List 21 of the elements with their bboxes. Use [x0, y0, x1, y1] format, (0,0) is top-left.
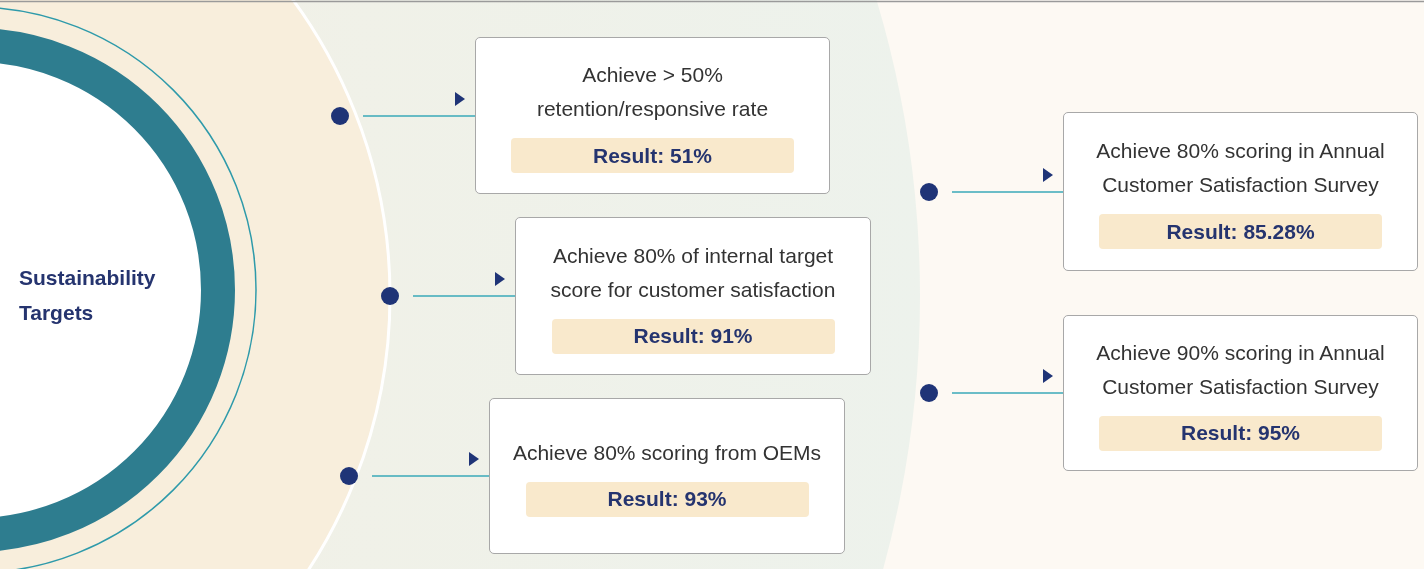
- target-text: Achieve 80% scoring from OEMs: [512, 439, 822, 466]
- target-text: Achieve 90% scoring in Annual Customer Satisfaction Survey: [1095, 339, 1386, 400]
- connector-line: [951, 191, 1064, 193]
- target-card: [1063, 315, 1418, 471]
- target-text: Achieve > 50% retention/responsive rate: [535, 62, 770, 122]
- target-card: [1063, 112, 1418, 271]
- target-card: [489, 398, 845, 554]
- connector-line: [362, 115, 476, 117]
- target-text: Achieve 80% of internal target score for customer satisfaction: [549, 242, 837, 303]
- result-badge: Result: 85.28%: [1099, 214, 1382, 249]
- result-badge: Result: 95%: [1099, 415, 1382, 451]
- connector-line: [412, 295, 516, 297]
- result-badge: Result: 91%: [551, 318, 835, 354]
- target-card: [475, 37, 830, 194]
- target-card: [515, 217, 871, 375]
- circle-title: Sustainability Targets: [19, 265, 157, 326]
- result-badge: Result: 93%: [525, 481, 809, 517]
- connector-line: [951, 392, 1064, 394]
- connector-line: [371, 475, 490, 477]
- target-text: Achieve 80% scoring in Annual Customer Satisfaction Survey: [1095, 138, 1386, 198]
- result-badge: Result: 51%: [511, 138, 794, 173]
